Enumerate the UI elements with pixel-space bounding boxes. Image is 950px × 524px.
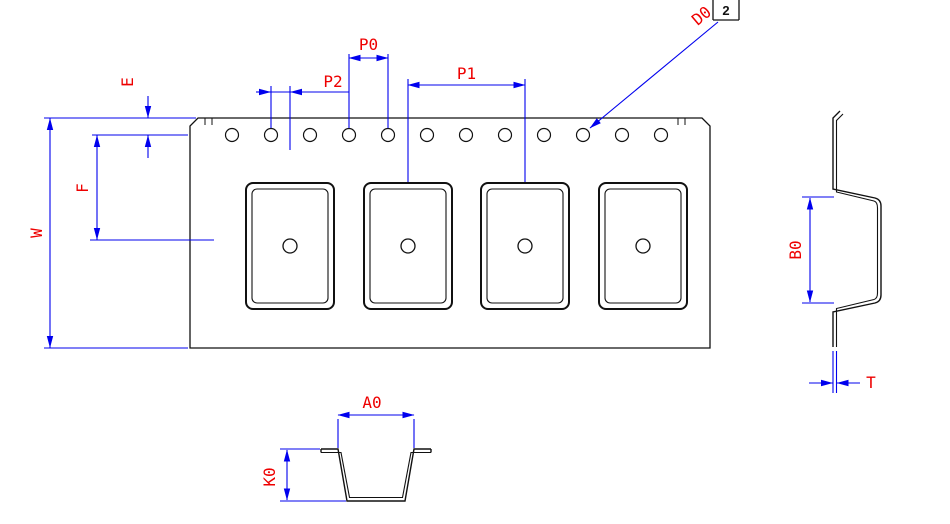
pocket-center-hole — [400, 238, 416, 254]
tape-side-view — [832, 110, 882, 347]
label-a0: A0 — [362, 393, 381, 412]
dim-p2 — [256, 86, 349, 150]
dim-w — [44, 118, 188, 349]
sprocket-hole — [575, 127, 591, 143]
label-k0: K0 — [260, 467, 279, 486]
sprocket-hole — [497, 127, 513, 143]
sprocket-hole — [224, 127, 240, 143]
dim-d0-leader — [589, 21, 719, 129]
dimension-lines — [44, 21, 860, 502]
sprocket-hole — [263, 127, 279, 143]
sprocket-hole — [536, 127, 552, 143]
sprocket-holes — [224, 127, 669, 143]
pocket-3 — [480, 182, 570, 310]
section-inner — [321, 451, 431, 499]
pocket-4 — [598, 182, 688, 310]
dim-p1 — [407, 79, 526, 182]
label-t: T — [866, 373, 876, 392]
tape-top-view — [189, 117, 711, 349]
label-b0: B0 — [786, 240, 805, 259]
pocket-center-hole — [282, 238, 298, 254]
label-p1: P1 — [457, 64, 476, 83]
zone-number: 2 — [722, 3, 729, 18]
dim-f — [90, 135, 214, 241]
pocket-1 — [245, 182, 335, 310]
section-outer — [321, 448, 431, 502]
pocket-2 — [363, 182, 453, 310]
zone-marker: 2 — [712, 0, 740, 21]
dim-a0 — [337, 411, 415, 448]
sprocket-hole — [302, 127, 318, 143]
sprocket-hole — [419, 127, 435, 143]
label-p2: P2 — [323, 72, 342, 91]
label-e: E — [118, 77, 137, 87]
pocket-center-hole — [635, 238, 651, 254]
label-p0: P0 — [359, 35, 378, 54]
sprocket-hole — [380, 127, 396, 143]
dimension-labels: P0 P2 P1 E F W D0 B0 T A0 K0 — [27, 2, 876, 486]
label-w: W — [27, 228, 46, 238]
dim-k0 — [280, 448, 346, 502]
sprocket-hole — [614, 127, 630, 143]
sprocket-hole — [458, 127, 474, 143]
pocket-section-view — [320, 448, 432, 502]
side-profile-inner — [835, 113, 879, 347]
label-d0: D0 — [688, 2, 715, 29]
dim-t — [809, 351, 860, 393]
dim-p0 — [348, 54, 389, 128]
side-profile-outer — [832, 110, 882, 347]
sprocket-hole — [653, 127, 669, 143]
dim-e — [44, 96, 196, 158]
sprocket-hole — [341, 127, 357, 143]
pocket-center-hole — [517, 238, 533, 254]
dim-b0 — [802, 196, 834, 304]
label-f: F — [73, 183, 92, 193]
